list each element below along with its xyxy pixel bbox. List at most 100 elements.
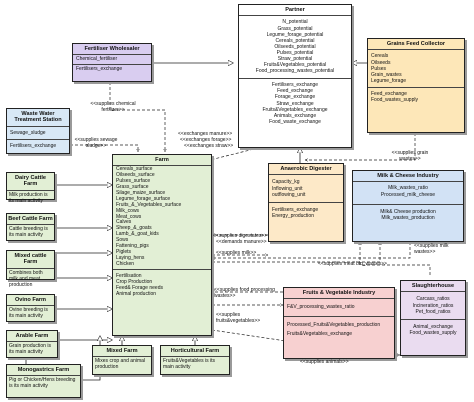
class-member: Silage_maize_surface bbox=[116, 189, 166, 196]
rel-exchanges-manure: <<exchanges manure>> bbox=[178, 131, 233, 137]
class-member: Oilseeds_potential bbox=[274, 43, 316, 50]
rel-supplies-digestates: <<supplies digestates>> bbox=[213, 233, 268, 239]
class-member: Fertilisation bbox=[116, 272, 142, 279]
wholesaler-class[interactable]: Fertiliser Wholesaler Chemical_fertilise… bbox=[72, 43, 152, 82]
farm-type-desc: Mixes crop and animal production bbox=[95, 358, 146, 371]
class-member: Cereals_potential bbox=[275, 37, 315, 44]
class-member: Carcass_ratios bbox=[416, 296, 450, 303]
farm-type-title: Monogastrics Farm bbox=[7, 365, 80, 377]
class-member: Lamb_&_goat_kids bbox=[116, 231, 159, 238]
class-member: Food_waste_exchange bbox=[269, 118, 321, 125]
milk-cheese-industry-class[interactable]: Milk & Cheese Industry Milk_wastes_ratio… bbox=[352, 170, 464, 242]
class-member: Fertilisers_exchange bbox=[271, 82, 319, 89]
fruitveg-attributes: F&V_processing_wastes_ratio bbox=[284, 299, 394, 315]
class-member: Legume_forage bbox=[371, 77, 407, 84]
class-member: F&V_processing_wastes_ratio bbox=[287, 304, 355, 311]
mixed-cattle-farm[interactable]: Mixed cattle Farm Combines both milk and… bbox=[6, 250, 55, 288]
class-member: Pulses_surface bbox=[116, 178, 151, 185]
rel-supplies-animals: <<supplies animals>> bbox=[300, 359, 349, 365]
class-member: N_potential bbox=[282, 19, 308, 26]
class-member: Processed_milk_cheese bbox=[380, 191, 436, 198]
dairy-cattle-farm[interactable]: Dairy Cattle Farm Milk production is its… bbox=[6, 172, 55, 204]
class-member: Processed_Fruits&Vegetables_production bbox=[287, 321, 381, 328]
wholesaler-methods: Fertilisers_exchange bbox=[73, 63, 151, 73]
rel-exchanges-forage: <<exchanges forage>> bbox=[180, 137, 232, 143]
ovino-farm[interactable]: Ovino Farm Ovine breeding is its main ac… bbox=[6, 294, 55, 322]
farm-title: Farm bbox=[113, 155, 211, 167]
class-member: Chicken bbox=[116, 260, 135, 267]
farm-type-title: Dairy Cattle Farm bbox=[7, 173, 54, 191]
wwtp-class[interactable]: Waste Water Treatment Station Sewage_slu… bbox=[6, 108, 70, 154]
class-member: Pulses_potential bbox=[276, 49, 314, 56]
class-member: Pet_food_ratios bbox=[415, 308, 451, 315]
class-member: Food_processing_wastes_potential bbox=[255, 68, 335, 75]
farm-type-title: Horticultural Farm bbox=[161, 346, 229, 358]
class-member: Grass_potential bbox=[277, 25, 313, 32]
farm-type-title: Mixed cattle Farm bbox=[7, 251, 54, 269]
rel-supplies-sewage: <<supplies sewage sludge>> bbox=[74, 137, 118, 149]
class-member: Fruits&Vegetables_potential bbox=[263, 62, 327, 69]
class-member: Capacity_kg bbox=[272, 179, 300, 186]
class-member: Meat_cows bbox=[116, 213, 142, 220]
rel-supplies-fruits-veg: <<supplies fruits&vegetables>> bbox=[216, 312, 261, 324]
class-member: Laying_hens bbox=[116, 254, 145, 261]
class-member: Animals_exchange bbox=[273, 112, 317, 119]
fruit-vegetable-industry-class[interactable]: Fruits & Vegetable Industry F&V_processi… bbox=[283, 287, 395, 359]
class-member: Legume_forage_potential bbox=[266, 31, 324, 38]
horticultural-farm[interactable]: Horticultural Farm Fruits&Vegetables is … bbox=[160, 345, 230, 375]
farm-type-desc: Ovine breeding is its main activity bbox=[9, 307, 48, 320]
farm-type-desc: Pig or Chicken/Hens breeding is its main… bbox=[9, 377, 76, 390]
class-member: Fattening_pigs bbox=[116, 243, 149, 249]
class-member: Fertilisers_exchange bbox=[272, 206, 319, 213]
class-member: Piglets bbox=[116, 248, 132, 255]
class-member: Energy_production bbox=[272, 212, 314, 219]
rel-supplies-grain-wastes: <<supplies grain wastes>> bbox=[391, 150, 429, 162]
beef-cattle-farm[interactable]: Beef Cattle Farm Cattle breeding is its … bbox=[6, 213, 55, 241]
class-member: Fruits_&_Vegetables_surface bbox=[116, 201, 182, 208]
class-member: Food_wastes_supply bbox=[409, 329, 457, 336]
class-member: Forage_exchange bbox=[274, 94, 316, 101]
class-member: Fertilisers_exchange bbox=[10, 142, 57, 149]
class-member: Incineration_ratios bbox=[412, 302, 454, 309]
farm-type-title: Beef Cattle Farm bbox=[7, 214, 54, 226]
class-member: Calves bbox=[116, 219, 132, 226]
class-member: Legume_forage_surface bbox=[116, 195, 171, 202]
farm-type-desc: Cattle breeding is its main activity bbox=[9, 226, 48, 239]
grains-title: Grains Feed Collector bbox=[368, 39, 464, 51]
arable-farm[interactable]: Arable Farm Grain production is its main… bbox=[6, 330, 58, 358]
class-member: Cereals_surface bbox=[116, 166, 153, 173]
class-member: Feed_exchange bbox=[371, 90, 407, 97]
monogastrics-farm[interactable]: Monogastrics Farm Pig or Chicken/Hens br… bbox=[6, 364, 81, 398]
class-member: Straw_exchange bbox=[276, 100, 314, 107]
class-member: Grain_wastes bbox=[371, 71, 402, 78]
class-member: Milk& Cheese production bbox=[380, 208, 436, 215]
fruitveg-title: Fruits & Vegetable Industry bbox=[284, 288, 394, 300]
mixed-farm[interactable]: Mixed Farm Mixes crop and animal product… bbox=[92, 345, 152, 375]
wholesaler-title: Fertiliser Wholesaler bbox=[73, 44, 151, 56]
class-member: Cereals bbox=[371, 53, 389, 60]
rel-supplies-milk-wastes: <<supplies milk wastes>> bbox=[414, 243, 449, 255]
class-member: Inflowing_unit bbox=[272, 185, 303, 192]
class-member: Feed& Forage needs bbox=[116, 284, 163, 291]
class-member: Fertilisers_exchange bbox=[76, 65, 123, 72]
class-member: Oilseeds bbox=[371, 59, 391, 66]
farm-type-title: Ovino Farm bbox=[7, 295, 54, 307]
class-member: Sewage_sludge bbox=[10, 129, 46, 136]
class-member: Animal production bbox=[116, 290, 157, 297]
partner-title: Partner bbox=[239, 5, 351, 17]
class-member: Grass_surface bbox=[116, 184, 149, 191]
